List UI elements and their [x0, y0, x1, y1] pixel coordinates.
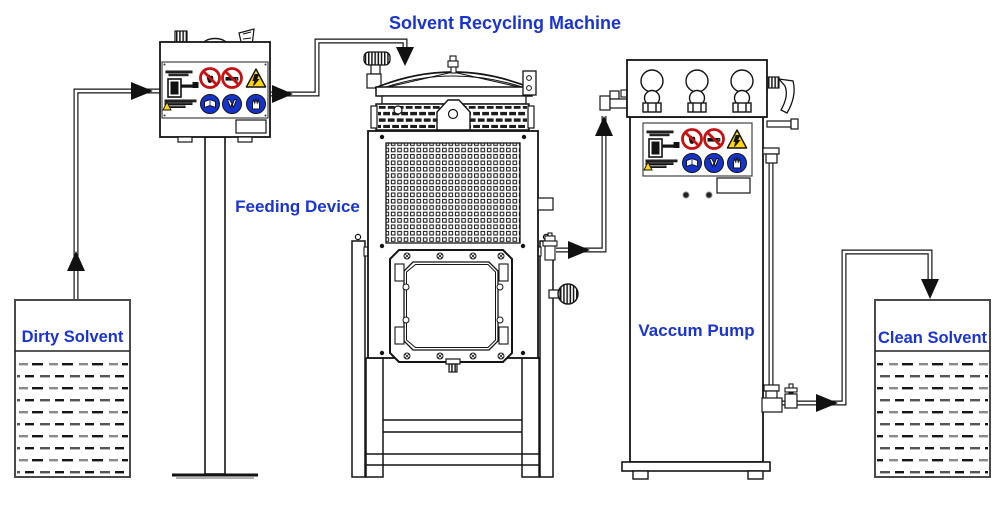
arrow-into-machine-lid	[396, 47, 414, 66]
clean-solvent-label: Clean Solvent	[877, 329, 988, 347]
no-open-flame-icon	[681, 128, 703, 150]
pipe-machine-to-pump	[556, 116, 607, 253]
wear-gloves-icon	[704, 153, 724, 173]
lid-hinge	[522, 70, 537, 96]
machine-lid	[363, 51, 537, 105]
pump-knob	[640, 69, 664, 113]
pump-knobs	[640, 69, 754, 113]
arrow-into-feeder	[131, 82, 153, 100]
pipe-feeder-to-machine	[270, 38, 408, 97]
machine-door	[389, 249, 513, 373]
lid-vent	[449, 55, 457, 62]
feeding-device	[159, 28, 271, 479]
pump-knob	[730, 69, 754, 113]
dirty-solvent-tank	[14, 299, 131, 478]
pump-indicator-screws	[682, 191, 713, 199]
vacuum-pump-label: Vaccum Pump	[638, 321, 755, 340]
arrow-into-pump	[595, 116, 613, 136]
arrow-out-of-pump	[816, 394, 838, 412]
feeder-pole	[204, 136, 226, 475]
arrow-up-from-dirty-tank	[67, 251, 85, 271]
machine-louver-band	[370, 99, 535, 131]
recycling-machine	[351, 51, 579, 478]
no-smoking-icon	[221, 67, 243, 89]
machine-label: Solvent Recycling Machine	[388, 13, 622, 33]
wear-gloves-icon	[222, 94, 242, 114]
pump-lever	[766, 76, 795, 114]
arrow-into-clean-tank	[921, 279, 939, 299]
vacuum-pump	[599, 59, 799, 480]
perforated-panel	[385, 142, 521, 244]
pump-name-plate	[716, 177, 751, 194]
outlet-valve	[542, 232, 558, 261]
pump-outlet-fittings	[761, 147, 798, 413]
arrow-out-of-machine	[568, 241, 590, 259]
feeder-warning-plate	[161, 61, 269, 119]
arrow-out-of-feeder	[272, 85, 293, 103]
body-bolts	[379, 134, 527, 356]
side-bracket	[537, 197, 554, 211]
flow-arrows	[67, 47, 939, 412]
machine-legs	[351, 233, 554, 478]
read-manual-icon	[682, 153, 702, 173]
door-bolts	[402, 252, 505, 360]
drain-fitting	[445, 358, 461, 365]
pump-warning-plate	[642, 122, 753, 177]
pump-knob	[685, 69, 709, 113]
read-manual-icon	[200, 94, 220, 114]
clean-solvent-tank	[874, 299, 991, 478]
feeding-device-label: Feeding Device	[235, 197, 360, 216]
clean-liquid-level	[877, 355, 988, 474]
pump-inlet-fitting	[599, 89, 628, 111]
dirty-solvent-label: Dirty Solvent	[21, 328, 124, 346]
feeder-name-plate	[235, 119, 267, 134]
pump-base	[621, 461, 771, 472]
no-smoking-icon	[703, 128, 725, 150]
lid-handwheel	[363, 51, 391, 66]
hot-surface-hand-icon	[727, 153, 747, 173]
pipe-dirty-to-feeder	[73, 88, 160, 302]
no-open-flame-icon	[199, 67, 221, 89]
dirty-liquid-level	[17, 355, 128, 474]
sight-knob	[548, 283, 579, 305]
hot-surface-hand-icon	[246, 94, 266, 114]
pump-side-rod	[766, 118, 799, 130]
